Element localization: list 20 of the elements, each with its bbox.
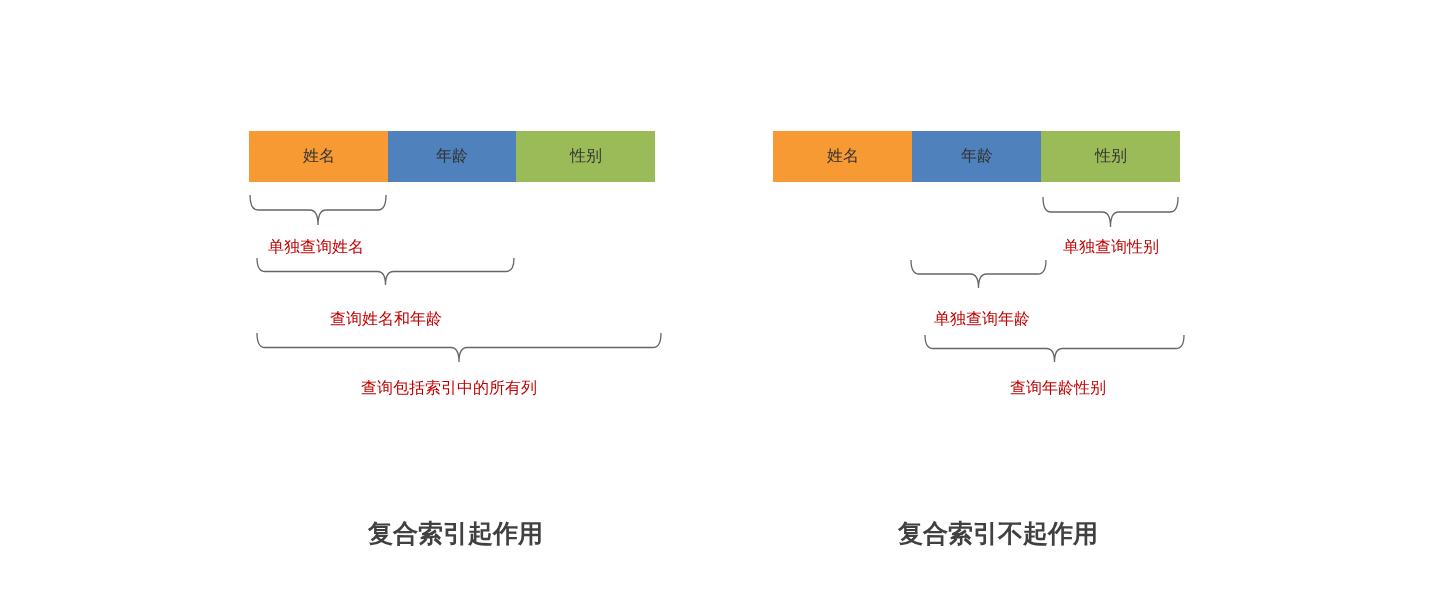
caption-text: 复合索引起作用: [367, 518, 543, 550]
column-bar: [912, 131, 1041, 182]
column-name: 姓名: [826, 146, 859, 167]
column-bar: [249, 131, 388, 182]
bracket-label: 查询姓名和年龄: [330, 309, 442, 330]
column-bar: [1041, 131, 1180, 182]
bracket-label: 单独查询姓名: [268, 237, 364, 258]
bracket-label: 查询年龄性别: [1010, 378, 1106, 399]
column-name: 性别: [569, 146, 602, 167]
caption-text: 复合索引不起作用: [898, 518, 1098, 550]
column-name: 性别: [1094, 146, 1127, 167]
column-name: 年龄: [436, 146, 468, 167]
column-bar: [516, 131, 655, 182]
bracket-label: 单独查询年龄: [934, 309, 1030, 330]
bracket-label: 单独查询性别: [1063, 237, 1159, 258]
column-name: 姓名: [302, 146, 335, 167]
bracket-label: 查询包括索引中的所有列: [361, 378, 537, 399]
column-bar: [388, 131, 516, 182]
column-bar: [773, 131, 912, 182]
column-name: 年龄: [960, 146, 993, 167]
